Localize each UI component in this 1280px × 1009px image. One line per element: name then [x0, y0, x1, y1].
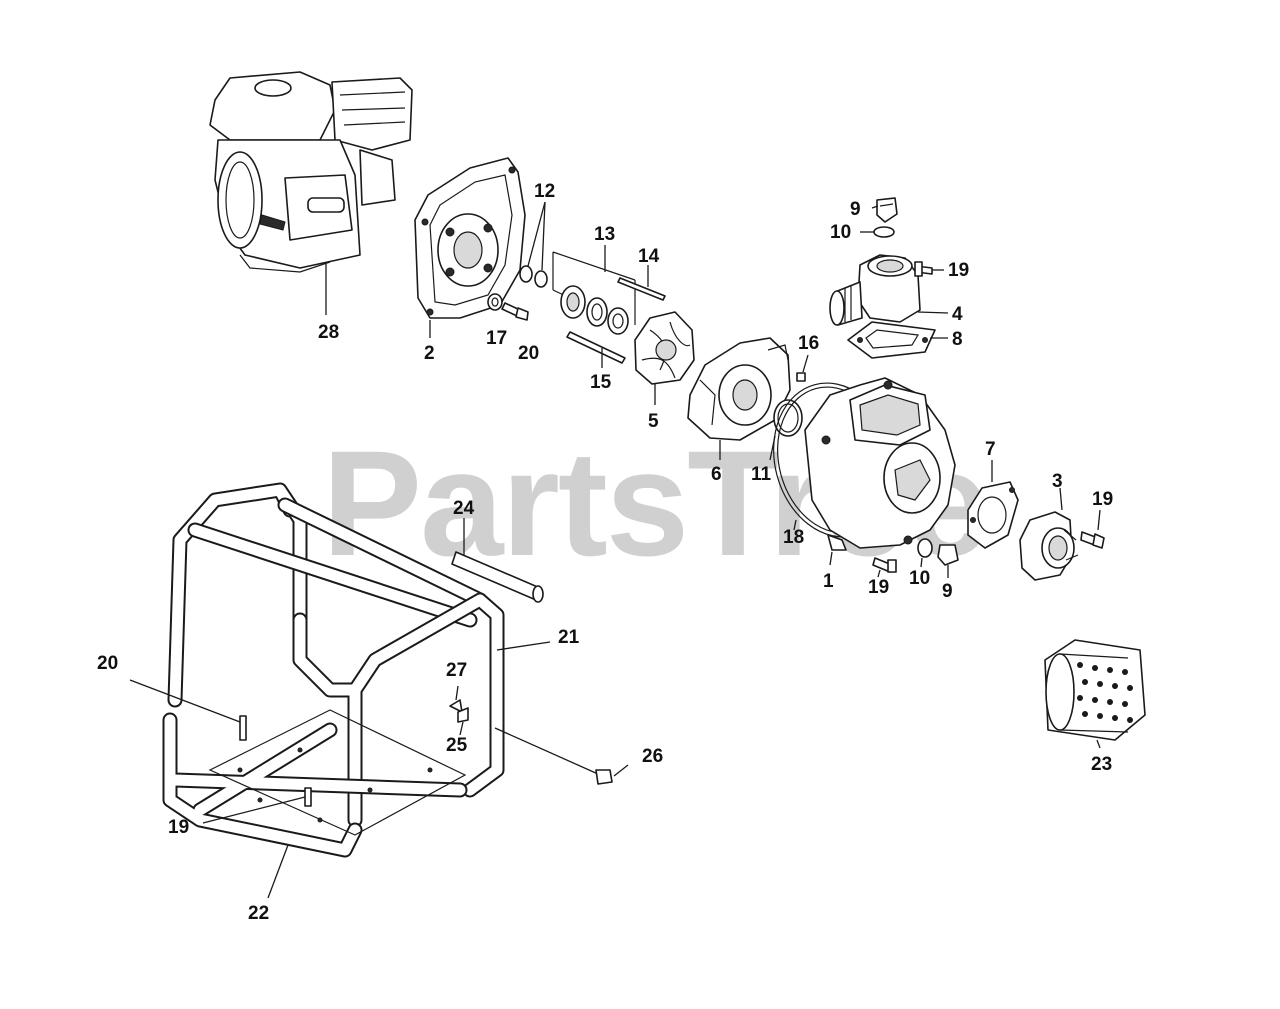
- flange-part[interactable]: [414, 157, 526, 338]
- small-bolt-part[interactable]: [449, 685, 463, 713]
- bolt-part-lower[interactable]: [872, 557, 897, 578]
- callout-27: 27: [446, 660, 467, 681]
- mechanical-seal-kit-part[interactable]: [552, 245, 636, 335]
- fill-plug-part[interactable]: [876, 197, 898, 223]
- callout-19-frame: 19: [168, 817, 189, 838]
- callout-2: 2: [424, 343, 435, 364]
- callout-6: 6: [711, 464, 722, 485]
- callout-23: 23: [1091, 754, 1112, 775]
- frame-part[interactable]: [162, 482, 551, 899]
- callout-21: 21: [558, 627, 580, 648]
- seal-washers-part[interactable]: [519, 201, 548, 288]
- callout-3: 3: [1052, 471, 1063, 492]
- pin-part[interactable]: [617, 265, 666, 301]
- callout-15: 15: [590, 372, 612, 393]
- callout-4: 4: [952, 304, 963, 325]
- frame-bolt-part-lower[interactable]: [202, 787, 312, 824]
- frame-bolt-part[interactable]: [129, 679, 247, 741]
- small-nut-part[interactable]: [457, 707, 469, 736]
- impeller-part[interactable]: [634, 311, 695, 405]
- rod-part[interactable]: [566, 331, 626, 368]
- callout-labels: 28 2 12 13 14 17 20 15 5 9 10 19 4 8 16 …: [97, 181, 1113, 924]
- leader-9a: [871, 205, 879, 209]
- leader-16: [802, 354, 809, 373]
- callout-9-lower: 9: [942, 581, 953, 602]
- long-bolt-part[interactable]: [494, 727, 629, 785]
- callout-7: 7: [985, 439, 996, 460]
- callout-19-right: 19: [1092, 489, 1113, 510]
- callout-16: 16: [798, 333, 819, 354]
- drain-plug-part[interactable]: [937, 544, 959, 578]
- nut-part[interactable]: [796, 372, 806, 382]
- callout-19-upper: 19: [948, 260, 969, 281]
- callout-11: 11: [751, 464, 772, 485]
- inlet-port-part[interactable]: [829, 254, 921, 326]
- bolt-part[interactable]: [501, 302, 529, 321]
- callout-12: 12: [534, 181, 555, 202]
- callout-13: 13: [594, 224, 615, 245]
- discharge-gasket-part[interactable]: [967, 460, 1019, 549]
- pump-casing-part[interactable]: [804, 377, 956, 566]
- bolt-part-upper[interactable]: [914, 261, 933, 277]
- washer-part[interactable]: [487, 293, 503, 311]
- callout-19-lower: 19: [868, 577, 889, 598]
- sealing-washer-part[interactable]: [873, 226, 895, 238]
- strainer-part[interactable]: [1044, 639, 1146, 749]
- callout-24: 24: [453, 498, 475, 519]
- discharge-port-part[interactable]: [1019, 487, 1079, 581]
- callout-14: 14: [638, 246, 660, 267]
- handle-tube-part[interactable]: [451, 518, 544, 603]
- callout-8: 8: [952, 329, 963, 350]
- leader-4: [917, 311, 949, 314]
- volute-casing-part[interactable]: [687, 337, 791, 460]
- callout-18: 18: [783, 527, 804, 548]
- callout-25: 25: [446, 735, 468, 756]
- callout-17: 17: [486, 328, 507, 349]
- inlet-gasket-part[interactable]: [847, 321, 936, 359]
- callout-22: 22: [248, 903, 269, 924]
- bolt-part-right[interactable]: [1080, 509, 1105, 549]
- callout-5: 5: [648, 411, 659, 432]
- callout-10-upper: 10: [830, 222, 851, 243]
- callout-28: 28: [318, 322, 339, 343]
- callout-9-upper: 9: [850, 199, 861, 220]
- callout-1: 1: [823, 571, 834, 592]
- engine-part[interactable]: [209, 71, 413, 315]
- drain-washer-part[interactable]: [917, 538, 933, 568]
- callout-26: 26: [642, 746, 663, 767]
- callout-20: 20: [518, 343, 539, 364]
- callout-20-lower: 20: [97, 653, 118, 674]
- callout-10-lower: 10: [909, 568, 930, 589]
